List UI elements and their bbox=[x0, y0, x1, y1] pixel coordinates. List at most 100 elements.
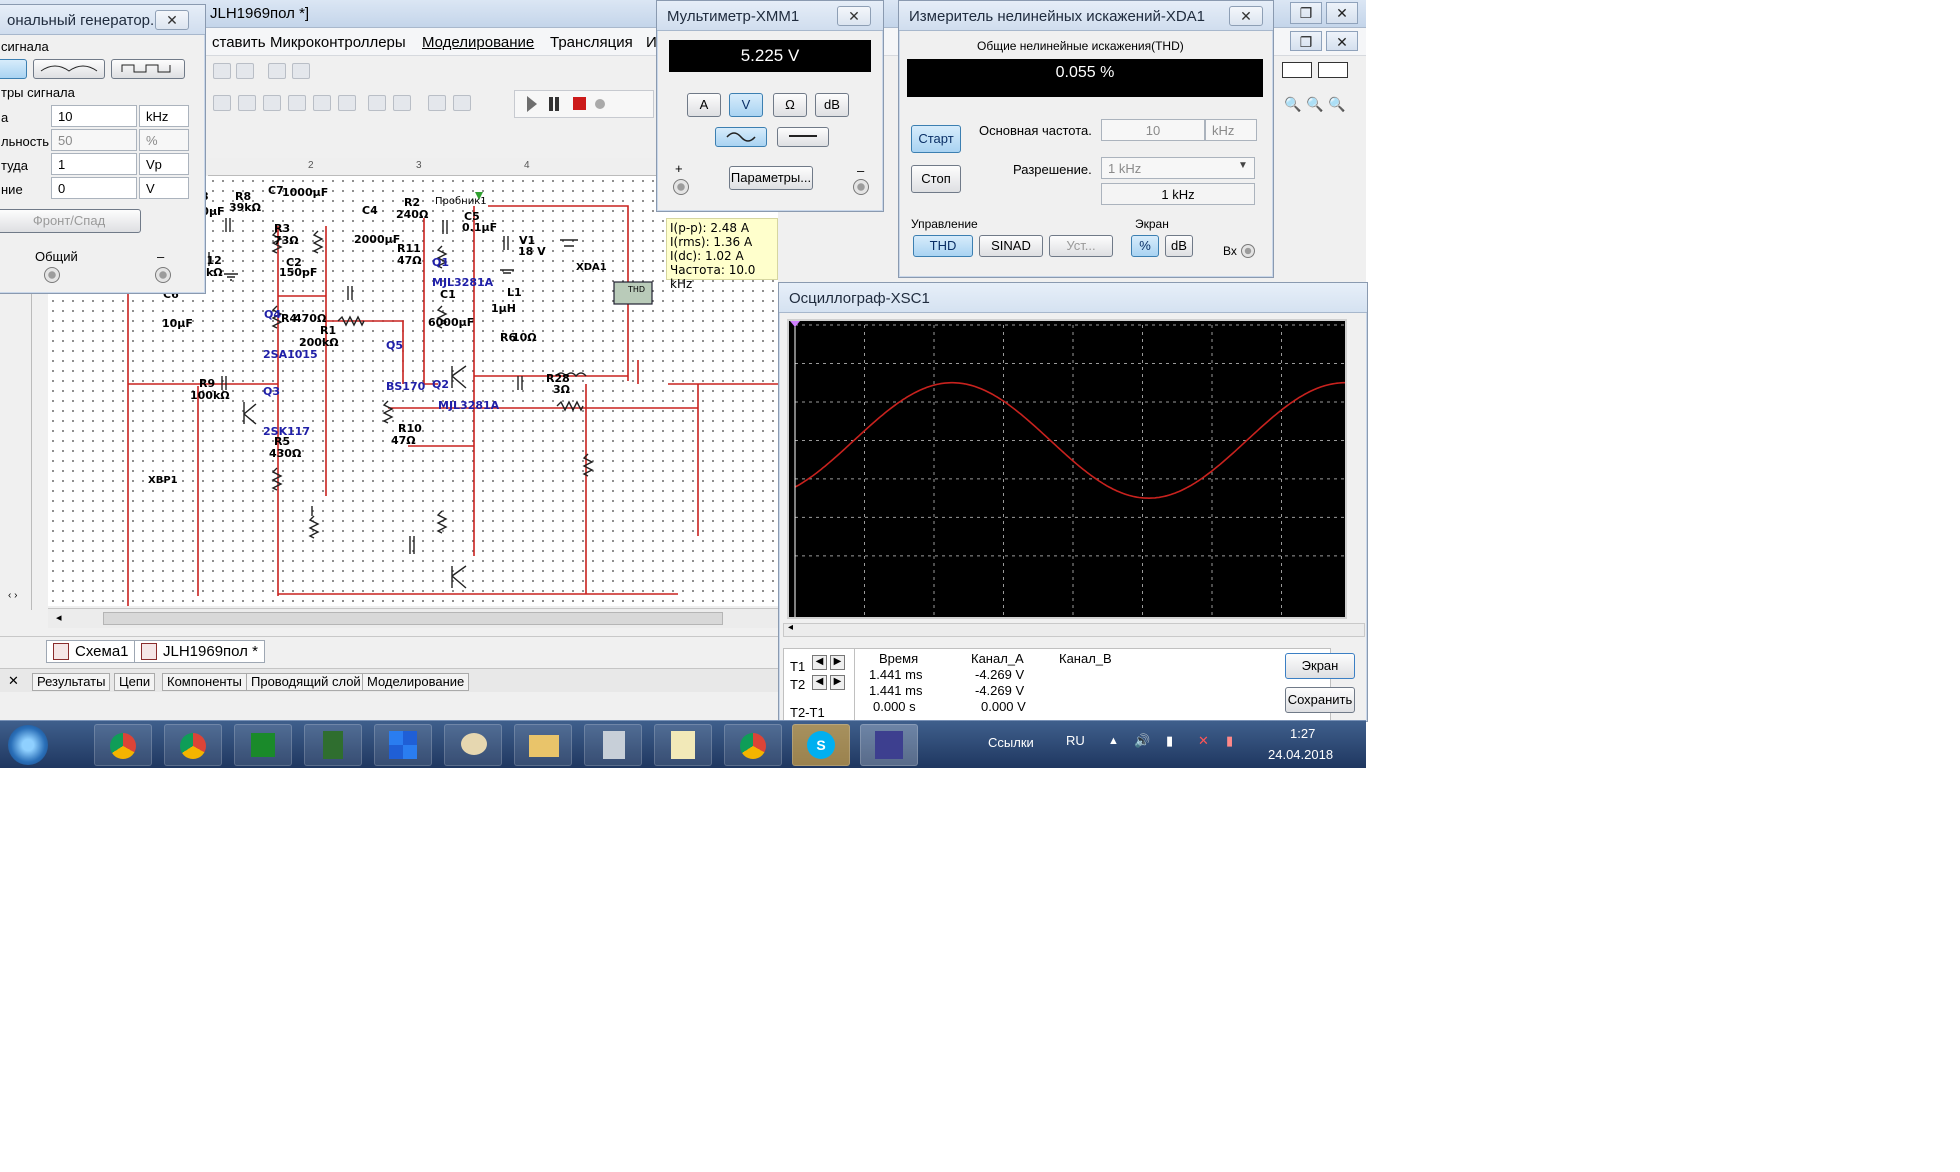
fundamental-frequency-unit[interactable]: kHz bbox=[1205, 119, 1257, 141]
start-button[interactable] bbox=[8, 725, 48, 765]
volume-icon[interactable]: 🔊 bbox=[1134, 733, 1151, 748]
xda1-symbol[interactable] bbox=[613, 281, 653, 305]
zoom-in-icon[interactable]: 🔍 bbox=[1306, 96, 1324, 112]
instrument-icon[interactable] bbox=[213, 95, 231, 111]
mode-icon[interactable] bbox=[1282, 62, 1312, 78]
probe-tool-icon[interactable] bbox=[368, 95, 386, 111]
thd-mode-button[interactable]: THD bbox=[913, 235, 973, 257]
clock-date[interactable]: 24.04.2018 bbox=[1268, 747, 1334, 762]
paste-icon[interactable] bbox=[236, 63, 254, 79]
fundamental-frequency-input[interactable]: 10 bbox=[1101, 119, 1205, 141]
zoom-area-icon[interactable]: 🔍 bbox=[1328, 96, 1346, 112]
duty-cycle-unit[interactable]: % bbox=[139, 129, 189, 151]
rise-fall-button[interactable]: Фронт/Спад bbox=[0, 209, 141, 233]
instrument3-icon[interactable] bbox=[263, 95, 281, 111]
clock-time[interactable]: 1:27 bbox=[1290, 726, 1316, 741]
taskbar-app-green[interactable] bbox=[234, 724, 292, 766]
scope-scroll-left-icon[interactable]: ◂ bbox=[788, 622, 794, 633]
horizontal-scrollbar[interactable]: ◂ bbox=[48, 608, 778, 628]
multimeter-minus-terminal[interactable] bbox=[853, 179, 869, 195]
tab-components[interactable]: Компоненты bbox=[162, 673, 247, 691]
frequency-input[interactable]: 10 bbox=[51, 105, 137, 127]
sine-wave-button[interactable] bbox=[0, 59, 27, 79]
t2-left-arrow-icon[interactable]: ◀ bbox=[812, 675, 827, 690]
power-icon[interactable]: ▮ bbox=[1226, 733, 1234, 748]
percent-display-button[interactable]: % bbox=[1131, 235, 1159, 257]
ac-mode-button[interactable] bbox=[715, 127, 767, 147]
redo-icon[interactable] bbox=[292, 63, 310, 79]
oscilloscope-screen[interactable] bbox=[787, 319, 1352, 619]
square-wave-button[interactable] bbox=[111, 59, 185, 79]
tab-simulation[interactable]: Моделирование bbox=[362, 673, 470, 691]
menu-simulate[interactable]: Моделирование bbox=[422, 34, 534, 51]
scroll-thumb[interactable] bbox=[103, 612, 723, 625]
cursor-marker[interactable] bbox=[790, 321, 800, 327]
offset-unit[interactable]: V bbox=[139, 177, 189, 199]
dc-mode-button[interactable] bbox=[777, 127, 829, 147]
thd-analyzer-close-button[interactable]: ✕ bbox=[1229, 6, 1263, 26]
db-display-button[interactable]: dB bbox=[1165, 235, 1193, 257]
scroll-left-icon[interactable]: ◂ bbox=[56, 612, 62, 624]
offset-input[interactable]: 0 bbox=[51, 177, 137, 199]
pause-icon[interactable] bbox=[549, 97, 553, 111]
voltmeter-button[interactable]: V bbox=[729, 93, 763, 117]
restore-button[interactable]: ❐ bbox=[1290, 2, 1322, 24]
multimeter-close-button[interactable]: ✕ bbox=[837, 6, 871, 26]
menu-insert[interactable]: ставить bbox=[212, 34, 266, 51]
probe-tool3-icon[interactable] bbox=[428, 95, 446, 111]
taskbar-chrome-1[interactable] bbox=[94, 724, 152, 766]
multimeter-settings-button[interactable]: Параметры... bbox=[729, 166, 813, 190]
pause-mode-icon[interactable] bbox=[1318, 62, 1348, 78]
links-toolbar-label[interactable]: Ссылки bbox=[988, 735, 1034, 750]
show-hidden-icons-icon[interactable]: ▲ bbox=[1108, 735, 1119, 747]
minus-terminal[interactable] bbox=[155, 267, 171, 283]
instrument6-icon[interactable] bbox=[338, 95, 356, 111]
probe-tool4-icon[interactable] bbox=[453, 95, 471, 111]
t1-left-arrow-icon[interactable]: ◀ bbox=[812, 655, 827, 670]
thd-settings-button[interactable]: Уст... bbox=[1049, 235, 1113, 257]
function-generator-close-button[interactable]: ✕ bbox=[155, 10, 189, 30]
decibel-button[interactable]: dB bbox=[815, 93, 849, 117]
t2-right-arrow-icon[interactable]: ▶ bbox=[830, 675, 845, 690]
zoom-out-icon[interactable]: 🔍 bbox=[1284, 96, 1302, 112]
scope-reverse-button[interactable]: Экран bbox=[1285, 653, 1355, 679]
tab-results[interactable]: Результаты bbox=[32, 673, 111, 691]
scope-save-button[interactable]: Сохранить bbox=[1285, 687, 1355, 713]
frequency-unit[interactable]: kHz bbox=[139, 105, 189, 127]
undo-icon[interactable] bbox=[268, 63, 286, 79]
scope-scrollbar[interactable]: ◂ bbox=[783, 622, 1365, 637]
common-terminal[interactable] bbox=[44, 267, 60, 283]
step-icon[interactable] bbox=[595, 99, 605, 109]
thd-start-button[interactable]: Старт bbox=[911, 125, 961, 153]
instrument4-icon[interactable] bbox=[288, 95, 306, 111]
mdi-restore-button[interactable]: ❐ bbox=[1290, 31, 1322, 51]
instrument5-icon[interactable] bbox=[313, 95, 331, 111]
close-button[interactable]: ✕ bbox=[1326, 2, 1358, 24]
network-icon[interactable]: ▮ bbox=[1166, 733, 1174, 748]
thd-stop-button[interactable]: Стоп bbox=[911, 165, 961, 193]
t1-right-arrow-icon[interactable]: ▶ bbox=[830, 655, 845, 670]
amplitude-unit[interactable]: Vp bbox=[139, 153, 189, 175]
probe-marker[interactable] bbox=[475, 192, 483, 200]
amplitude-input[interactable]: 1 bbox=[51, 153, 137, 175]
taskbar-paint[interactable] bbox=[444, 724, 502, 766]
results-close-icon[interactable]: ✕ bbox=[8, 673, 19, 688]
probe-tool2-icon[interactable] bbox=[393, 95, 411, 111]
menu-more[interactable]: И bbox=[646, 34, 657, 51]
notification-icon[interactable]: ✕ bbox=[1198, 733, 1209, 748]
sinad-mode-button[interactable]: SINAD bbox=[979, 235, 1043, 257]
taskbar-multisim[interactable] bbox=[860, 724, 918, 766]
taskbar-chrome-2[interactable] bbox=[164, 724, 222, 766]
taskbar-chrome-3[interactable] bbox=[724, 724, 782, 766]
menu-mcu[interactable]: Микроконтроллеры bbox=[270, 34, 406, 51]
tab-schema1[interactable]: Схема1 bbox=[46, 640, 136, 663]
taskbar-skype[interactable]: S bbox=[792, 724, 850, 766]
taskbar-calculator[interactable] bbox=[584, 724, 642, 766]
menu-transfer[interactable]: Трансляция bbox=[550, 34, 633, 51]
tab-copper[interactable]: Проводящий слой bbox=[246, 673, 366, 691]
taskbar-explorer[interactable] bbox=[514, 724, 572, 766]
duty-cycle-input[interactable]: 50 bbox=[51, 129, 137, 151]
taskbar-notepad[interactable] bbox=[654, 724, 712, 766]
copy-icon[interactable] bbox=[213, 63, 231, 79]
resolution-select[interactable]: 1 kHz ▼ bbox=[1101, 157, 1255, 179]
